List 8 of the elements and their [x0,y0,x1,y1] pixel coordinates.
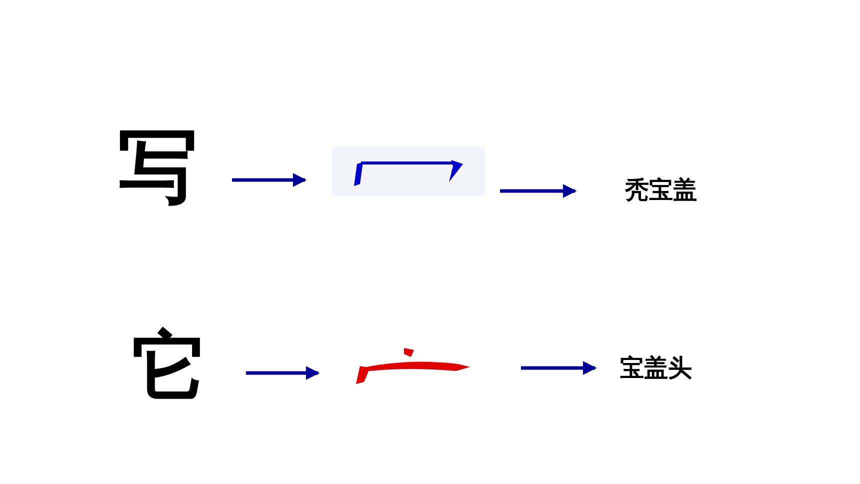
arrow [246,366,320,380]
arrow [232,173,307,187]
character-text: 写 [118,126,198,206]
radical-name-text: 秃宝盖 [625,176,697,204]
character-text: 它 [132,329,208,405]
radical-name-text: 宝盖头 [620,354,692,382]
arrow [500,184,577,198]
arrow [521,361,597,375]
